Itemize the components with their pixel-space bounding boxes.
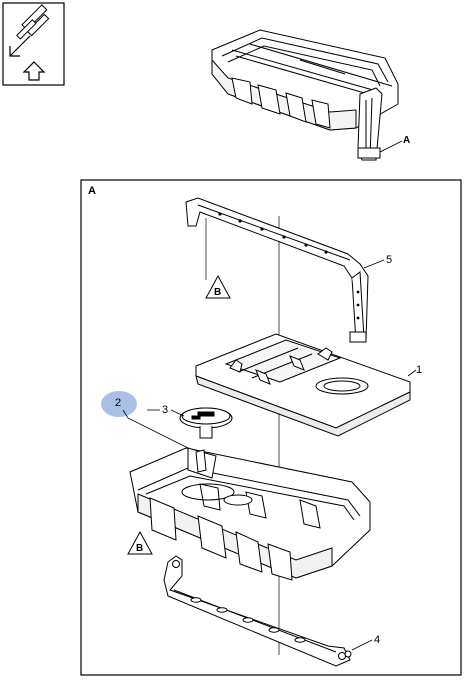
part-4-strap-bracket <box>163 555 352 667</box>
callout-4: 4 <box>374 634 380 646</box>
assembled-oil-pan-overview <box>211 29 399 161</box>
part-1-baffle-plate <box>195 333 411 437</box>
detail-view-frame <box>80 179 462 676</box>
front-arrow-orientation-icon <box>2 2 65 86</box>
callout-1: 1 <box>416 364 422 376</box>
oil-pan-tub <box>129 447 371 581</box>
detail-ref-b-upper: B <box>205 274 231 299</box>
callout-5: 5 <box>386 254 392 266</box>
bracket-holes <box>218 212 360 320</box>
callout-2: 2 <box>115 397 121 409</box>
callout-3: 3 <box>162 404 168 416</box>
detail-ref-b-lower-letter: B <box>136 543 143 554</box>
part-5-bracket <box>185 197 369 343</box>
callout-2-highlight <box>101 391 137 417</box>
part-3-cap <box>179 407 233 439</box>
detail-ref-b-lower: B <box>127 530 153 555</box>
view-reference-label: A <box>403 135 410 146</box>
detail-view-label: A <box>88 185 96 197</box>
detail-ref-b-upper-letter: B <box>214 287 221 298</box>
